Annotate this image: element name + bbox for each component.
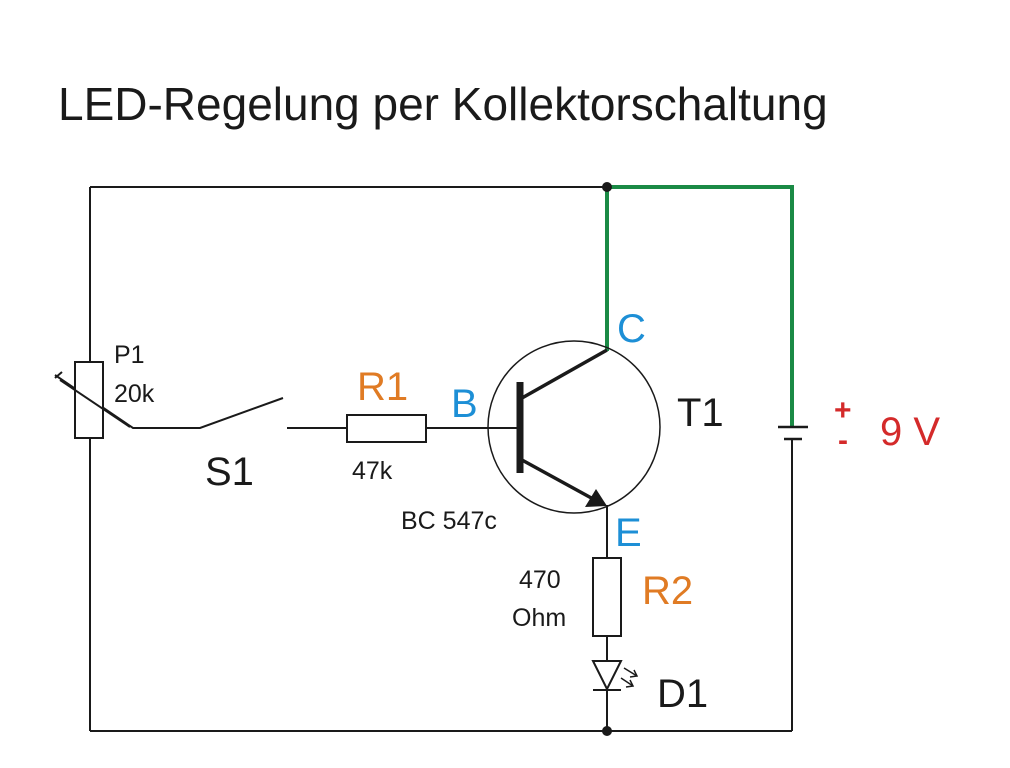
supply-wires: [605, 185, 794, 427]
transistor-collector-line: [521, 348, 608, 400]
wiper-tick: [54, 371, 63, 379]
r2-name: R2: [642, 569, 693, 613]
led-triangle-icon: [591, 660, 623, 692]
light-arrow-1-icon: [629, 669, 639, 678]
wires: [54, 186, 793, 732]
transistor-circle: [487, 340, 661, 514]
collector-supply-wire: [605, 185, 794, 427]
transistor-type: BC 547c: [401, 507, 497, 535]
r1-name: R1: [357, 365, 408, 409]
light-arrow-2-icon: [625, 679, 635, 688]
collector-label: C: [617, 307, 646, 351]
light-ray-1: [623, 667, 638, 677]
potentiometer-wiper: [59, 379, 131, 428]
transistor-t1: [487, 340, 661, 514]
d1-name: D1: [657, 672, 708, 716]
battery: [778, 425, 808, 441]
r1-value: 47k: [352, 457, 393, 485]
led-d1: [591, 660, 639, 692]
base-label: B: [451, 382, 478, 426]
diagram-title: LED-Regelung per Kollektorschaltung: [58, 78, 828, 130]
transistor-emitter-line: [521, 458, 596, 502]
r2-value-line1: 470: [519, 566, 561, 594]
battery-plus-sign: +: [834, 394, 852, 427]
resistor-r1: [346, 414, 427, 443]
battery-minus-sign: -: [838, 424, 848, 457]
junction-top: [602, 182, 612, 192]
t1-name: T1: [677, 391, 724, 435]
r2-value-line2: Ohm: [512, 604, 566, 632]
resistor-r2: [592, 557, 622, 637]
light-ray-2: [620, 677, 634, 687]
battery-voltage: 9 V: [880, 410, 940, 454]
emitter-arrow-icon: [585, 489, 607, 507]
junction-bottom: [602, 726, 612, 736]
emitter-label: E: [615, 511, 642, 555]
s1-name: S1: [205, 450, 254, 494]
p1-value: 20k: [114, 380, 155, 408]
p1-name: P1: [114, 341, 145, 369]
